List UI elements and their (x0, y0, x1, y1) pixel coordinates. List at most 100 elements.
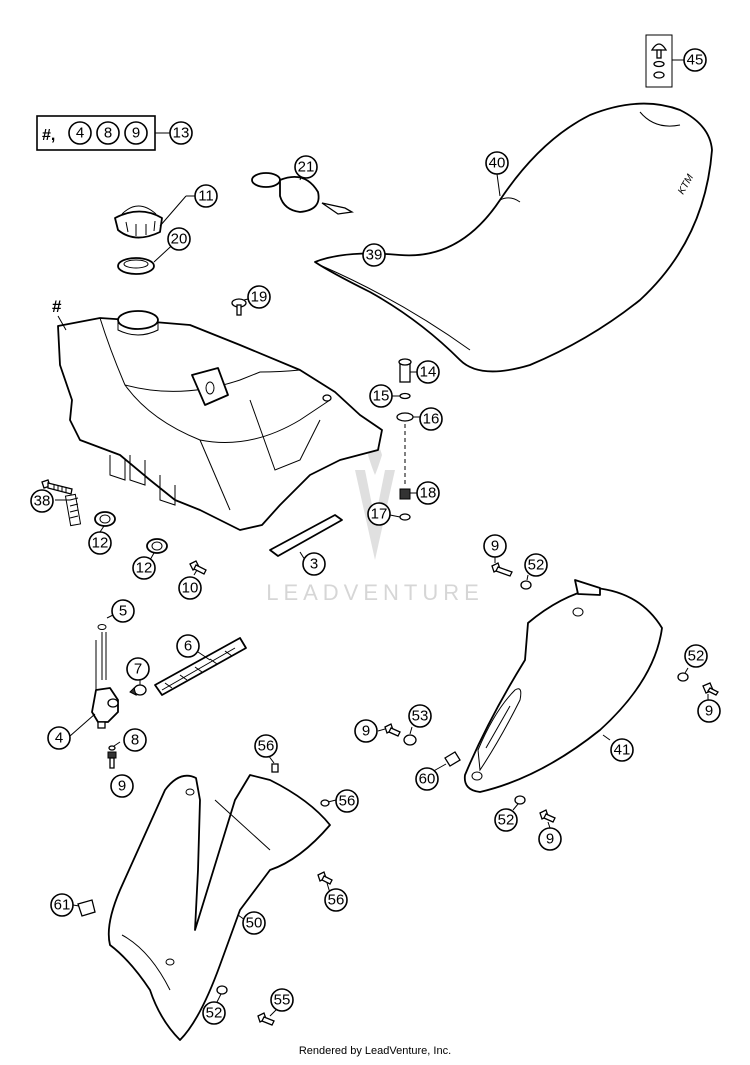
callout-9b: 9 (110, 774, 134, 798)
svg-text:12: 12 (136, 560, 153, 577)
svg-text:39: 39 (366, 247, 383, 264)
svg-text:41: 41 (614, 742, 631, 759)
svg-text:9: 9 (491, 538, 499, 555)
callout-18: 18 (416, 481, 440, 505)
svg-text:52: 52 (498, 812, 515, 829)
svg-text:4: 4 (55, 730, 63, 747)
callout-39: 39 (362, 243, 386, 267)
callout-17: 17 (367, 502, 391, 526)
svg-text:40: 40 (489, 155, 506, 172)
svg-text:9: 9 (362, 723, 370, 740)
callout-3: 3 (302, 552, 326, 576)
callout-21: 21 (294, 155, 318, 179)
kit-item-8: 8 (96, 121, 120, 145)
svg-text:56: 56 (328, 892, 345, 909)
callout-52b: 52 (684, 644, 708, 668)
svg-text:52: 52 (206, 1005, 223, 1022)
callout-40: 40 (485, 151, 509, 175)
callout-45: 45 (683, 48, 707, 72)
callout-12a: 12 (88, 531, 112, 555)
svg-text:21: 21 (298, 159, 315, 176)
svg-text:52: 52 (528, 557, 545, 574)
fuel-tank-part: # (52, 297, 383, 531)
svg-text:61: 61 (54, 897, 71, 914)
svg-text:16: 16 (423, 411, 440, 428)
svg-text:14: 14 (420, 364, 437, 381)
svg-text:9: 9 (132, 125, 140, 142)
svg-text:8: 8 (131, 732, 139, 749)
svg-text:55: 55 (274, 992, 291, 1009)
svg-text:11: 11 (198, 188, 214, 205)
footer-credit: Rendered by LeadVenture, Inc. (298, 1045, 452, 1057)
left-side-cover-part (107, 774, 331, 1041)
callout-53: 53 (408, 704, 432, 728)
watermark-text: LEADVENTURE (266, 580, 484, 605)
callout-15: 15 (369, 384, 393, 408)
breather-hose-part (251, 171, 354, 215)
svg-text:9: 9 (546, 831, 554, 848)
svg-text:5: 5 (119, 603, 127, 620)
callout-52a: 52 (524, 553, 548, 577)
left-cover-hardware (72, 754, 337, 1026)
tap-screw-part (107, 751, 117, 769)
svg-text:60: 60 (419, 771, 436, 788)
watermark-logo (355, 442, 395, 560)
callout-56a: 56 (254, 734, 278, 758)
callout-11: 11 (194, 184, 218, 208)
svg-text:15: 15 (373, 388, 390, 405)
right-cover-hardware (377, 556, 719, 829)
fuel-tap-assembly (69, 613, 121, 751)
tank-hash-marker: # (52, 297, 62, 316)
kit-box: #, 4 8 9 (36, 115, 170, 151)
callout-7: 7 (126, 657, 150, 681)
callout-41: 41 (610, 738, 634, 762)
callout-14: 14 (416, 360, 440, 384)
svg-text:3: 3 (310, 556, 318, 573)
svg-text:6: 6 (184, 638, 192, 655)
callout-56c: 56 (324, 888, 348, 912)
callout-9d: 9 (354, 719, 378, 743)
callout-55: 55 (270, 988, 294, 1012)
svg-text:17: 17 (371, 506, 388, 523)
svg-text:19: 19 (251, 289, 268, 306)
kit-hash-label: #, (42, 127, 55, 144)
svg-text:45: 45 (687, 52, 704, 69)
svg-text:38: 38 (34, 493, 51, 510)
svg-text:9: 9 (118, 778, 126, 795)
svg-text:7: 7 (134, 661, 142, 678)
svg-text:53: 53 (412, 708, 429, 725)
svg-text:50: 50 (246, 915, 263, 932)
callout-8: 8 (123, 728, 147, 752)
svg-text:13: 13 (173, 125, 190, 142)
hose-clamp-part (129, 680, 147, 696)
svg-text:9: 9 (705, 703, 713, 720)
svg-text:10: 10 (182, 580, 199, 597)
svg-text:52: 52 (688, 648, 705, 665)
kit-item-4: 4 (68, 121, 92, 145)
callout-10: 10 (178, 576, 202, 600)
svg-text:56: 56 (339, 793, 356, 810)
svg-text:20: 20 (171, 231, 188, 248)
svg-text:8: 8 (104, 125, 112, 142)
callout-12b: 12 (132, 556, 156, 580)
callout-61: 61 (50, 893, 74, 917)
callout-52d: 52 (202, 1001, 226, 1025)
callout-38: 38 (30, 489, 54, 513)
callout-50: 50 (242, 911, 266, 935)
callout-16: 16 (419, 407, 443, 431)
svg-text:56: 56 (258, 738, 275, 755)
svg-text:12: 12 (92, 535, 109, 552)
callout-9e: 9 (538, 827, 562, 851)
right-side-cover-part (463, 579, 663, 793)
callout-4: 4 (47, 726, 71, 750)
tank-mount-hardware (389, 358, 421, 521)
rubber-strip-part (269, 514, 343, 561)
callout-52c: 52 (494, 808, 518, 832)
callout-6: 6 (176, 634, 200, 658)
callout-20: 20 (167, 227, 191, 251)
callout-56b: 56 (335, 789, 359, 813)
callout-5: 5 (111, 599, 135, 623)
callout-9c: 9 (697, 699, 721, 723)
callout-19: 19 (247, 285, 271, 309)
